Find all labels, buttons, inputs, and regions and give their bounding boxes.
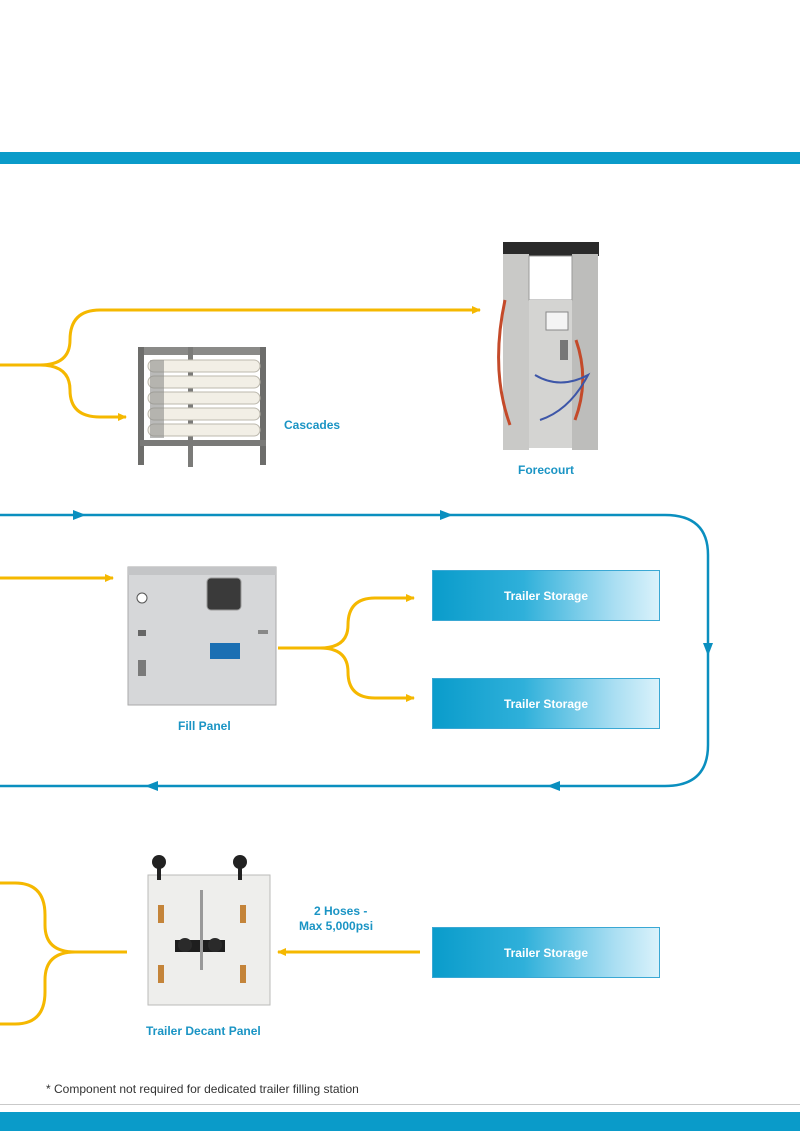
footnote: * Component not required for dedicated t… <box>46 1082 359 1096</box>
forecourt-dispenser-image <box>497 242 599 450</box>
cascades-label: Cascades <box>284 418 341 432</box>
trailer-decant-panel-label: Trailer Decant Panel <box>146 1024 261 1038</box>
top-band <box>0 152 800 164</box>
trailer-storage-box: Trailer Storage <box>432 570 660 621</box>
yellow-bracket-arrow <box>0 881 127 1026</box>
hoses-label-line1: 2 Hoses - <box>314 904 368 918</box>
fill-panel-cabinet-image <box>127 566 277 706</box>
blue-loop-line <box>0 513 710 788</box>
cascades-rack-image <box>138 347 266 467</box>
yellow-split-arrow-storage-top <box>278 594 415 650</box>
footer-divider <box>0 1104 800 1105</box>
trailer-decant-panel-image <box>147 855 271 1006</box>
fill-panel-label: Fill Panel <box>178 719 231 733</box>
blue-arrowhead <box>440 510 453 520</box>
trailer-storage-box: Trailer Storage <box>432 927 660 978</box>
blue-arrowhead <box>703 643 713 656</box>
trailer-storage-box: Trailer Storage <box>432 678 660 729</box>
forecourt-label: Forecourt <box>518 463 575 477</box>
bottom-band <box>0 1112 800 1131</box>
blue-arrowhead <box>547 781 560 791</box>
hoses-label-line2: Max 5,000psi <box>299 919 374 933</box>
yellow-split-arrow-storage-bottom <box>319 646 415 702</box>
yellow-split-arrow-forecourt <box>0 306 481 367</box>
blue-arrowhead <box>145 781 158 791</box>
blue-arrowhead <box>73 510 86 520</box>
yellow-split-arrow-cascades <box>39 363 127 421</box>
